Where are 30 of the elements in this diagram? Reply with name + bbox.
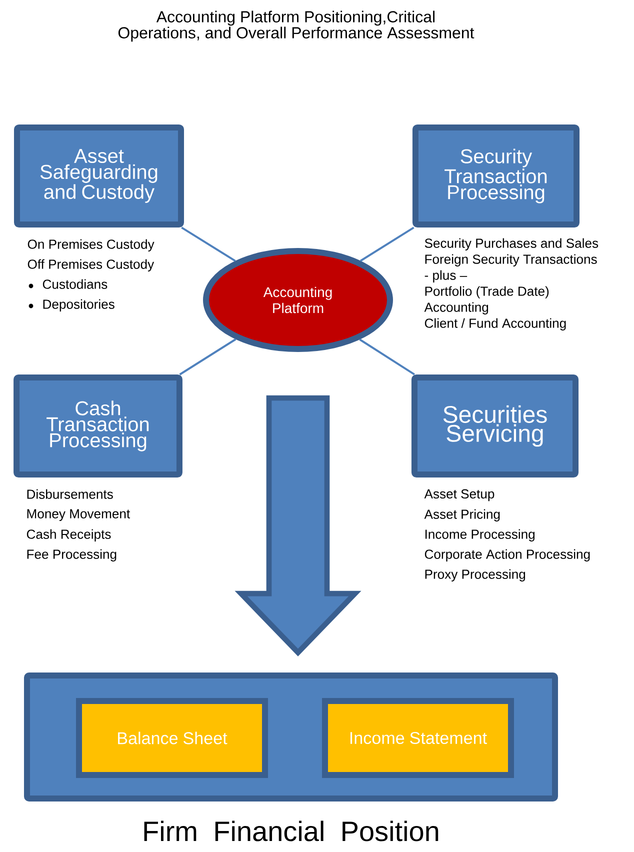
process-box: Security Transaction Processing — [412, 124, 580, 228]
process-box: Securities Servicing — [411, 374, 579, 478]
list-item: - plus – — [424, 270, 468, 282]
list-item: Asset Pricing — [424, 509, 500, 522]
list-item: Proxy Processing — [425, 569, 526, 582]
connector-line — [179, 338, 236, 376]
list-item: Off Premises Custody — [28, 259, 154, 272]
list-item: Income Processing — [425, 529, 534, 542]
connector-line — [359, 338, 415, 376]
list-item: Money Movement — [27, 509, 130, 521]
list-item: Corporate Action Processing — [424, 549, 590, 562]
heading: Firm Financial Position — [144, 820, 438, 842]
list-item: Portfolio (Trade Date) — [425, 286, 549, 298]
title: Accounting Platform Positioning,Critical Operations, and Overall Performance Assessment — [118, 10, 474, 42]
process-box: Cash Transaction Processing — [14, 374, 182, 478]
list-item: Fee Processing — [27, 549, 116, 562]
list-item: Disbursements — [27, 489, 113, 499]
list-item: Custodians — [42, 279, 108, 289]
connector-line — [360, 226, 414, 262]
list-item: Depositories — [43, 299, 114, 312]
list-item: Foreign Security Transactions — [425, 254, 597, 266]
connector-line — [181, 226, 236, 262]
list-item: Client / Fund Accounting — [424, 318, 566, 330]
list-item: Asset Setup — [424, 489, 494, 502]
block-arrow — [234, 395, 362, 656]
process-box: Asset Safeguarding and Custody — [14, 124, 184, 228]
list-item: Security Purchases and Sales — [424, 238, 598, 250]
list-item: On Premises Custody — [28, 239, 154, 252]
list-item: Cash Receipts — [26, 529, 111, 542]
list-item: Accounting — [424, 302, 488, 314]
